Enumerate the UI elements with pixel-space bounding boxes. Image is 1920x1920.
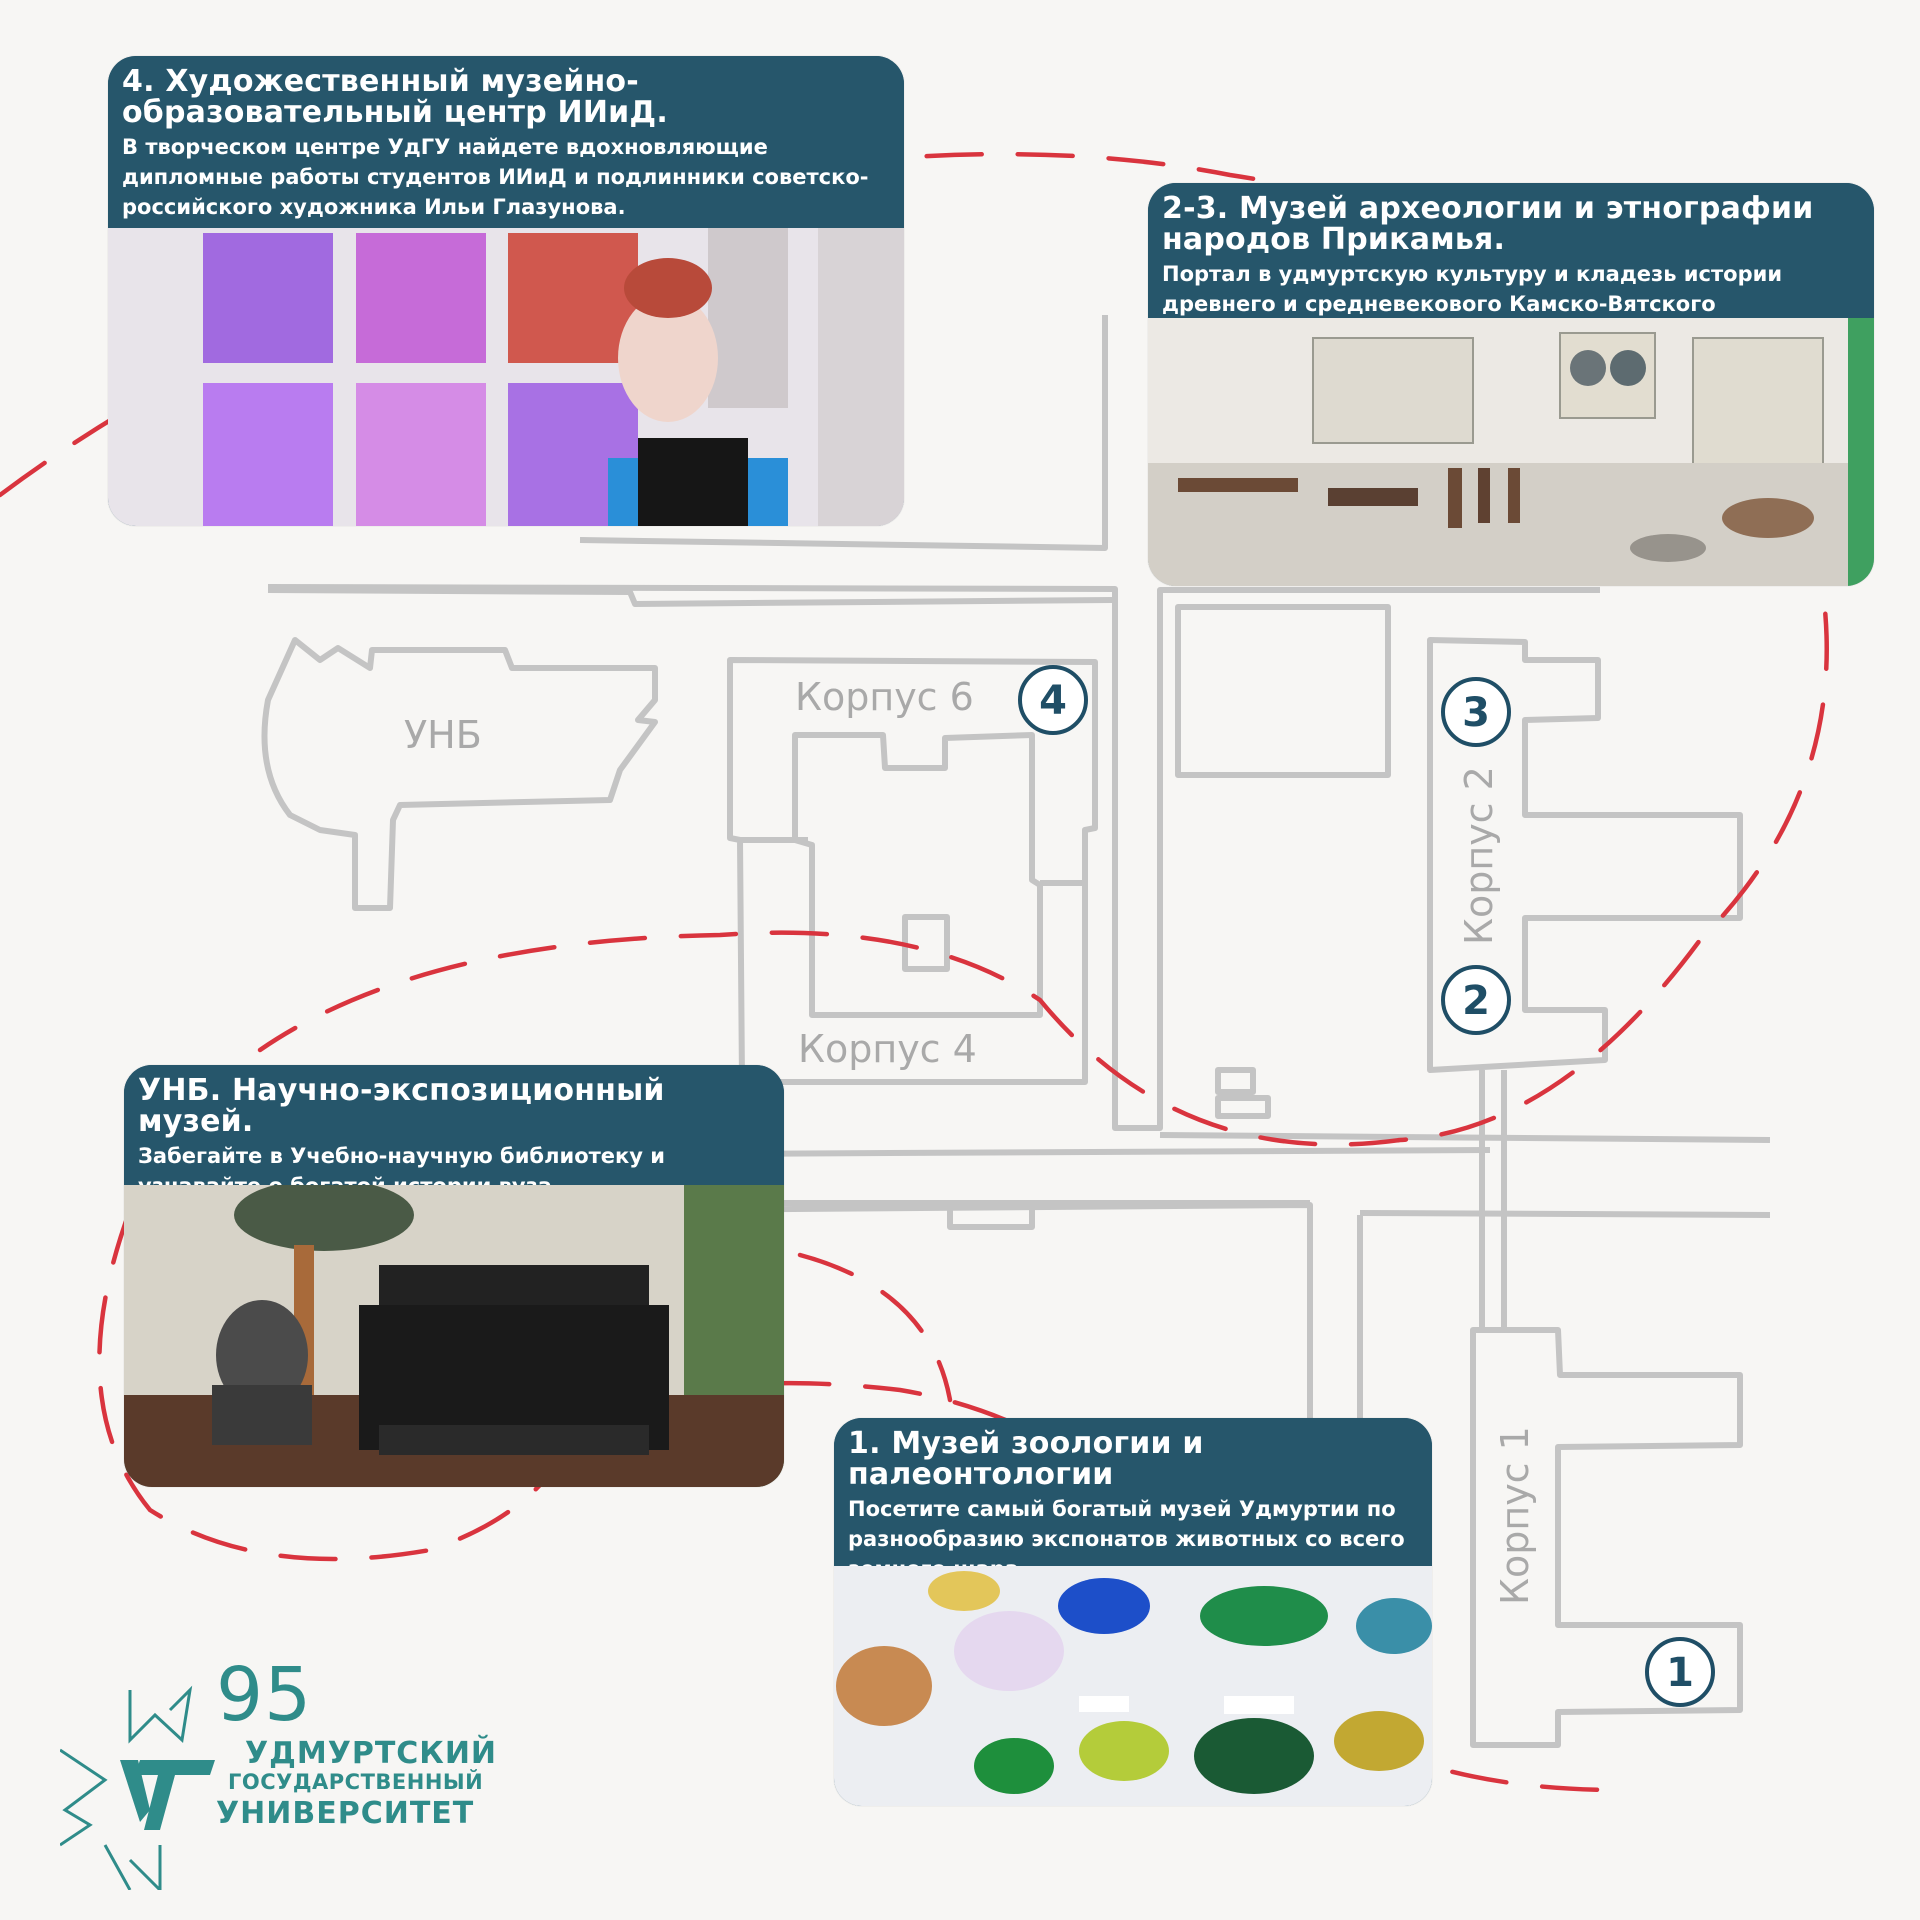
butterfly-dark-green-icon (1194, 1718, 1314, 1794)
label-korpus6: Корпус 6 (795, 675, 974, 719)
logo-line1: УДМУРТСКИЙ (245, 1736, 498, 1771)
road-right1 (1159, 1132, 1771, 1143)
butterfly-orange-icon (836, 1646, 932, 1726)
marker-2-label: 2 (1462, 978, 1490, 1024)
marker-4-label: 4 (1039, 678, 1067, 724)
building-unb (261, 637, 658, 911)
butterfly-green-icon (1200, 1586, 1328, 1646)
card-zoo-title: 1. Музей зоологии и палеонтологии (848, 1426, 1204, 1492)
butterfly-collection-photo (834, 1566, 1432, 1806)
card-art-header: 4. Художественный музейно-образовательны… (108, 56, 904, 234)
building-korpus4-line (740, 837, 1085, 886)
label-korpus1: Корпус 1 (1493, 1426, 1537, 1605)
card-zoology-museum[interactable]: 1. Музей зоологии и палеонтологии Посети… (834, 1418, 1432, 1806)
small-annex3 (947, 1202, 1035, 1230)
road-lower (659, 1202, 1313, 1420)
building-korpus6-outer (727, 657, 1098, 1085)
building-square (1175, 604, 1391, 778)
butterfly-green-small-icon (974, 1738, 1054, 1794)
card-archaeology-museum[interactable]: 2-3. Музей археологии и этнографии народ… (1148, 183, 1874, 586)
card-unb-title: УНБ. Научно-экспозиционный музей. (138, 1073, 665, 1139)
butterfly-yellow-icon (928, 1571, 1000, 1611)
marker-3-label: 3 (1462, 690, 1490, 736)
small-annex2 (1215, 1095, 1271, 1119)
road-right2 (1359, 1210, 1771, 1218)
road-top (267, 584, 1600, 1131)
label-unb: УНБ (404, 713, 482, 757)
logo-anniversary-number: 95 (216, 1652, 313, 1738)
card-art-museum[interactable]: 4. Художественный музейно-образовательны… (108, 56, 904, 526)
butterfly-teal-icon (1356, 1598, 1432, 1654)
road-upper (267, 587, 1113, 607)
logo-line2: ГОСУДАРСТВЕННЫЙ (228, 1770, 484, 1794)
archaeology-showcase-photo (1148, 318, 1874, 586)
typewriter-photo (124, 1185, 784, 1487)
marker-4[interactable]: 4 (1018, 665, 1088, 735)
small-annex (1215, 1067, 1256, 1095)
label-korpus2: Корпус 2 (1457, 766, 1501, 945)
butterfly-spotted-icon (1334, 1711, 1424, 1771)
logo-star-icon (60, 1685, 215, 1890)
art-exhibition-photo (108, 228, 904, 526)
marker-3[interactable]: 3 (1441, 677, 1511, 747)
butterfly-lime-icon (1079, 1721, 1169, 1781)
road-connector (1479, 1070, 1507, 1330)
butterfly-pale-icon (954, 1611, 1064, 1691)
card-unb-museum[interactable]: УНБ. Научно-экспозиционный музей. Забега… (124, 1065, 784, 1487)
road-north-spur (579, 315, 1108, 551)
card-arch-title: 2-3. Музей археологии и этнографии народ… (1162, 191, 1814, 257)
logo-line3: УНИВЕРСИТЕТ (216, 1796, 475, 1831)
marker-2[interactable]: 2 (1441, 965, 1511, 1035)
building-korpus6-inner (792, 732, 1043, 1018)
card-art-title: 4. Художественный музейно-образовательны… (122, 64, 668, 130)
marker-1[interactable]: 1 (1645, 1637, 1715, 1707)
university-logo: 95 УДМУРТСКИЙ ГОСУДАРСТВЕННЫЙ УНИВЕРСИТЕ… (60, 1650, 496, 1890)
butterfly-blue-icon (1058, 1578, 1150, 1634)
label-korpus4: Корпус 4 (798, 1027, 977, 1071)
route-zoo-approach (797, 1252, 953, 1403)
courtyard-square (902, 914, 950, 972)
marker-1-label: 1 (1666, 1650, 1694, 1696)
card-art-description: В творческом центре УдГУ найдете вдохнов… (122, 135, 869, 219)
building-korpus1 (1470, 1327, 1743, 1748)
